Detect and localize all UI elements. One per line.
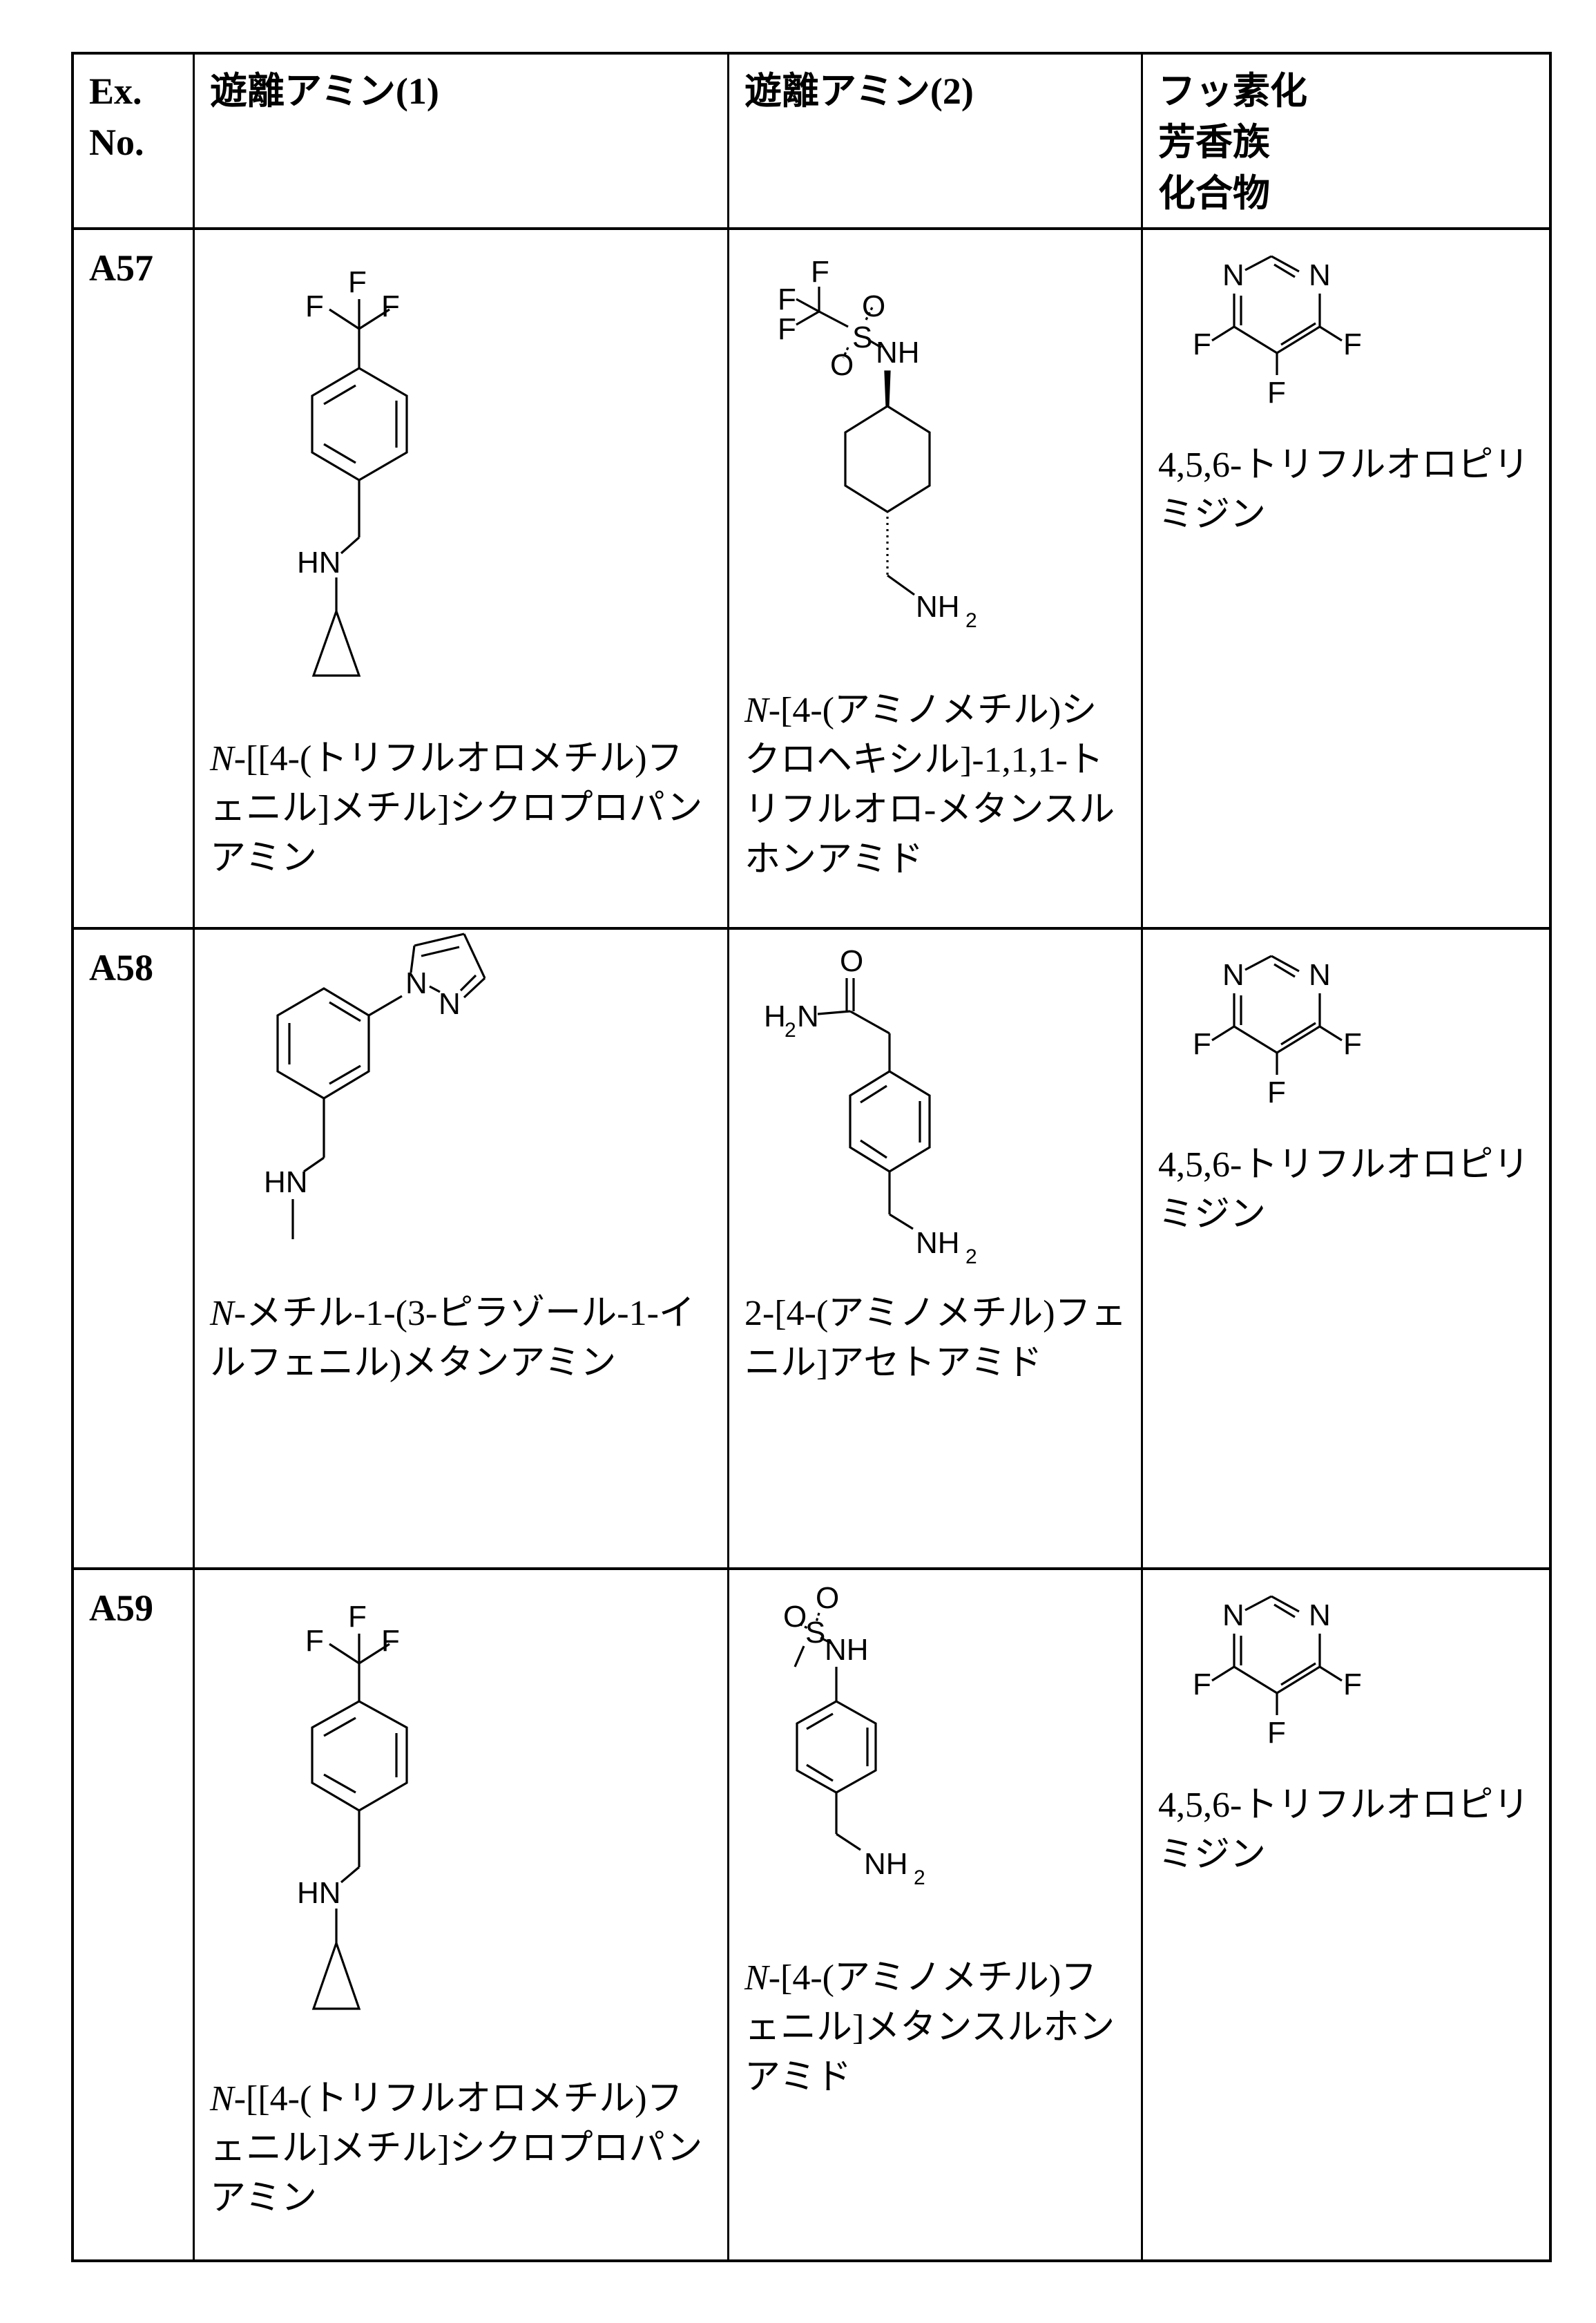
svg-text:S: S (852, 321, 872, 354)
header-fluoro-line3: 化合物 (1158, 173, 1270, 214)
table-row-a57-amine2: F F F O O S NH NH 2 N-[4-(アミノメチル)シクロヘキシル… (729, 230, 1141, 927)
svg-text:N: N (797, 1000, 819, 1033)
header-fluoro-line1: フッ素化 (1158, 70, 1307, 112)
table-row-a59-exno: A59 (74, 1570, 193, 2261)
svg-text:F: F (348, 1600, 367, 1634)
triflamide-cyclohexyl-structure: F F F O O S NH NH 2 (778, 255, 977, 632)
row-divider (74, 1567, 1549, 1570)
table-row-a59-amine2: O O S NH NH 2 N-[4-(アミノメチル)フェニル]メタンスルホンア… (729, 1570, 1141, 2261)
header-free-amine-1: 遊離アミン(1) (195, 55, 727, 227)
svg-text:N: N (1309, 258, 1331, 292)
example-number: A57 (89, 247, 153, 289)
svg-text:F: F (381, 289, 400, 323)
row-divider (74, 927, 1549, 930)
svg-text:2: 2 (914, 1866, 925, 1889)
svg-text:O: O (816, 1581, 839, 1615)
compound-table: Ex. No. 遊離アミン(1) 遊離アミン(2) フッ素化 芳香族 化合物 A… (71, 52, 1552, 2262)
pyrazolylphenyl-methylamine-structure: N N HN (264, 933, 486, 1239)
row-divider (74, 227, 1549, 230)
svg-text:N: N (1309, 958, 1331, 992)
svg-text:F: F (348, 265, 367, 299)
compound-name: 4,5,6-トリフルオロピリミジン (1158, 446, 1530, 535)
svg-text:F: F (1193, 327, 1211, 361)
svg-text:O: O (830, 348, 854, 382)
svg-text:NH: NH (916, 1226, 960, 1260)
svg-text:O: O (840, 944, 863, 978)
table-row-a57-amine1: F F F HN N-[[4-(トリフルオロメチル)フェニル]メチル]シクロプロ… (195, 230, 727, 927)
compound-name: N-[4-(アミノメチル)シクロヘキシル]-1,1,1-トリフルオロ-メタンスル… (744, 691, 1115, 879)
header-no-label: No. (89, 122, 144, 163)
table-row-a59-fluoro: N N F F F 4,5,6-トリフルオロピリミジン (1143, 1570, 1550, 2261)
svg-text:F: F (1343, 1667, 1362, 1701)
column-divider (727, 55, 729, 2259)
svg-text:F: F (305, 289, 324, 323)
svg-text:F: F (811, 255, 829, 289)
trifluoropyrimidine-structure: N N F F F (1193, 255, 1362, 410)
trifluoropyrimidine-structure: N N F F F (1193, 1595, 1362, 1750)
compound-name: 4,5,6-トリフルオロピリミジン (1158, 1786, 1530, 1875)
svg-text:2: 2 (965, 1245, 977, 1268)
svg-text:2: 2 (965, 609, 977, 632)
header-ex-no: Ex. No. (74, 55, 193, 227)
svg-text:HN: HN (297, 546, 341, 580)
svg-text:NH: NH (864, 1847, 908, 1881)
svg-text:S: S (805, 1616, 825, 1650)
svg-text:2: 2 (785, 1019, 796, 1042)
svg-text:F: F (778, 312, 796, 346)
column-divider (1141, 55, 1143, 2259)
svg-text:F: F (1267, 376, 1286, 410)
svg-text:N: N (1222, 1598, 1244, 1632)
table-row-a57-exno: A57 (74, 230, 193, 927)
svg-text:F: F (1193, 1667, 1211, 1701)
table-row-a57-fluoro: N N F F F 4,5,6-トリフルオロピリミジン (1143, 230, 1550, 927)
table-row-a58-exno: A58 (74, 930, 193, 1567)
example-number: A58 (89, 947, 153, 988)
header-ex-label: Ex. (89, 70, 142, 112)
svg-text:F: F (1193, 1027, 1211, 1061)
svg-text:F: F (1267, 1716, 1286, 1750)
svg-text:NH: NH (825, 1633, 869, 1667)
cf3-benzyl-cyclopropylamine-structure: F F F HN (297, 265, 408, 677)
table-row-a58-fluoro: N N F F F 4,5,6-トリフルオロピリミジン (1143, 930, 1550, 1567)
column-divider (193, 55, 195, 2259)
svg-text:N: N (1309, 1598, 1331, 1632)
aminomethylphenyl-acetamide-structure: O H 2 N NH 2 (764, 944, 977, 1268)
example-number: A59 (89, 1587, 153, 1629)
svg-text:N: N (439, 987, 461, 1021)
svg-text:NH: NH (876, 336, 920, 370)
svg-text:O: O (783, 1600, 807, 1634)
header-fluorinated-aromatic: フッ素化 芳香族 化合物 (1143, 55, 1550, 227)
svg-text:H: H (764, 1000, 786, 1033)
svg-text:N: N (1222, 258, 1244, 292)
compound-name: N-[[4-(トリフルオロメチル)フェニル]メチル]シクロプロパンアミン (210, 2079, 703, 2218)
table-row-a58-amine2: O H 2 N NH 2 2-[4-(アミノメチル)フェニル]アセトアミド (729, 930, 1141, 1567)
table-row-a58-amine1: N N HN N-メチル-1-(3-ピラゾール-1-イルフェニル)メタンアミン (195, 930, 727, 1567)
svg-text:N: N (405, 966, 427, 1000)
svg-text:O: O (862, 289, 885, 323)
svg-text:HN: HN (297, 1876, 341, 1910)
svg-text:HN: HN (264, 1165, 308, 1199)
svg-text:F: F (1343, 327, 1362, 361)
header-free-amine-2: 遊離アミン(2) (729, 55, 1141, 227)
header-free-amine-1-label: 遊離アミン(1) (210, 70, 439, 112)
compound-name: 2-[4-(アミノメチル)フェニル]アセトアミド (744, 1294, 1127, 1383)
svg-text:NH: NH (916, 590, 960, 624)
cf3-benzyl-cyclopropylamine-structure: F F F HN (297, 1600, 408, 2010)
table-row-a59-amine1: F F F HN N-[[4-(トリフルオロメチル)フェニル]メチル]シクロプロ… (195, 1570, 727, 2261)
header-fluoro-line2: 芳香族 (1158, 122, 1270, 163)
svg-text:F: F (1343, 1027, 1362, 1061)
compound-name: N-メチル-1-(3-ピラゾール-1-イルフェニル)メタンアミン (210, 1294, 695, 1383)
svg-text:N: N (1222, 958, 1244, 992)
svg-text:F: F (305, 1624, 324, 1658)
compound-name: 4,5,6-トリフルオロピリミジン (1158, 1145, 1530, 1234)
methanesulfonamide-aminomethylphenyl-structure: O O S NH NH 2 (783, 1581, 925, 1889)
compound-name: N-[[4-(トリフルオロメチル)フェニル]メチル]シクロプロパンアミン (210, 739, 703, 878)
svg-text:F: F (381, 1624, 400, 1658)
header-free-amine-2-label: 遊離アミン(2) (744, 70, 974, 112)
compound-name: N-[4-(アミノメチル)フェニル]メタンスルホンアミド (744, 1958, 1115, 2097)
svg-text:F: F (1267, 1076, 1286, 1109)
svg-text:F: F (778, 283, 796, 316)
trifluoropyrimidine-structure: N N F F F (1193, 955, 1362, 1109)
